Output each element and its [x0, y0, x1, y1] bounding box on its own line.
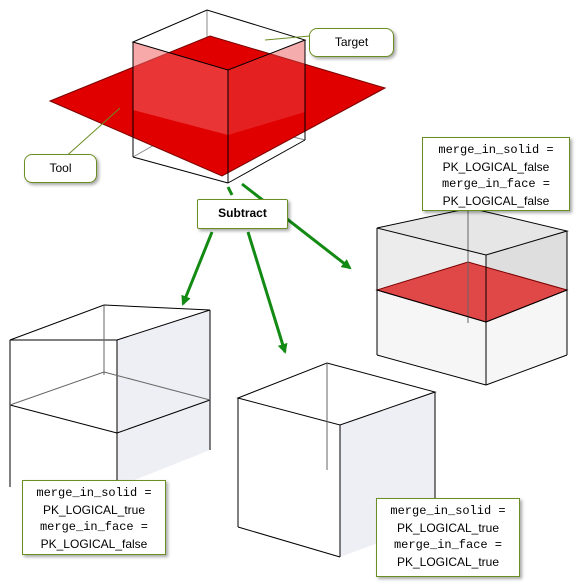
merge-in-solid-value: PK_LOGICAL_false [442, 160, 550, 174]
target-front-face [133, 42, 228, 135]
arrow-to-center-result [246, 231, 288, 354]
input-bodies [48, 9, 387, 184]
result-left-options: merge_in_solid = PK_LOGICAL_true merge_i… [22, 480, 166, 555]
tool-leader [61, 107, 121, 161]
arrow-to-left-result [181, 231, 214, 306]
merge-in-solid-value: PK_LOGICAL_true [396, 521, 500, 535]
merge-in-face-value: PK_LOGICAL_false [442, 194, 550, 208]
tool-label: Tool [24, 154, 97, 183]
target-right-face [228, 40, 305, 135]
merge-in-solid-label: merge_in_solid = [390, 504, 506, 518]
target-label: Target [309, 28, 394, 57]
result-arrows [181, 182, 352, 354]
merge-in-face-label: merge_in_face = [441, 177, 551, 191]
merge-in-face-label: merge_in_face = [393, 538, 503, 552]
merge-in-solid-label: merge_in_solid = [36, 486, 152, 500]
arrow-to-right-result [241, 182, 352, 270]
merge-in-solid-value: PK_LOGICAL_true [42, 503, 146, 517]
target-cube [131, 9, 307, 184]
result-center-options: merge_in_solid = PK_LOGICAL_true merge_i… [376, 498, 520, 577]
merge-in-face-value: PK_LOGICAL_true [396, 555, 500, 569]
merge-in-face-label: merge_in_face = [39, 520, 149, 534]
result-right-body [375, 207, 569, 386]
merge-in-face-value: PK_LOGICAL_false [40, 537, 148, 551]
result-right-options: merge_in_solid = PK_LOGICAL_false merge_… [422, 137, 570, 211]
target-leader [264, 35, 311, 41]
result-left-body [9, 304, 211, 487]
merge-in-solid-label: merge_in_solid = [438, 143, 554, 157]
subtract-operation-label: Subtract [197, 199, 288, 229]
